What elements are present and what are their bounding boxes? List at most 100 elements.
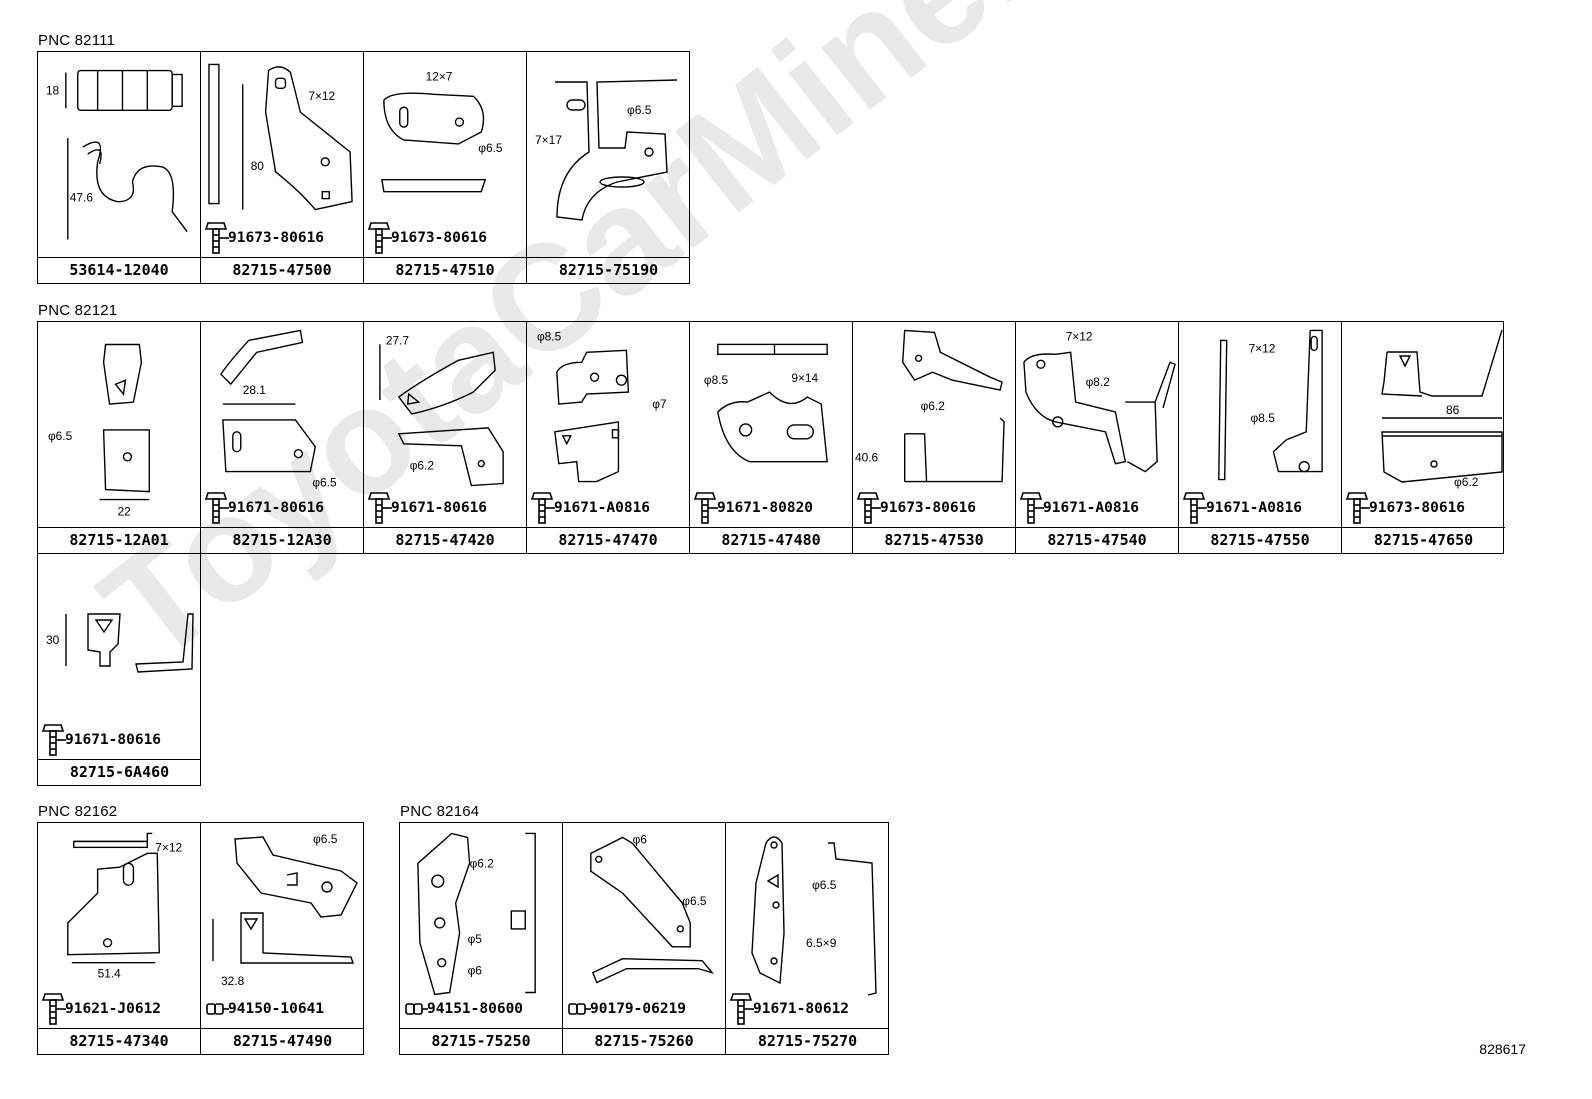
svg-text:φ6.5: φ6.5	[812, 878, 837, 892]
bolt-callout: 91671-80616	[368, 490, 487, 526]
flange-bolt-icon	[368, 222, 392, 254]
bolt-part-number[interactable]: 91671-A0816	[554, 500, 651, 516]
part-cell[interactable]: φ6.2 φ5 φ6 94151-80600 82715-75250	[400, 823, 563, 1054]
part-number[interactable]: 82715-47470	[527, 527, 689, 553]
part-number[interactable]: 82715-47650	[1342, 527, 1505, 553]
part-cell[interactable]: φ8.5 φ7 91671-A0816 82715-47470	[527, 322, 690, 553]
bolt-part-number[interactable]: 91671-A0816	[1206, 500, 1303, 516]
part-cell[interactable]: 28.1 φ6.5 91671-80616 82715-12A30	[201, 322, 364, 553]
bracket-drawing: φ6.5 22	[48, 343, 151, 518]
svg-text:φ6.5: φ6.5	[682, 894, 707, 908]
bolt-part-number[interactable]: 94150-10641	[228, 1001, 325, 1017]
bolt-part-number[interactable]: 91673-80616	[880, 500, 977, 516]
part-number[interactable]: 82715-75260	[563, 1028, 725, 1054]
flange-bolt-icon	[205, 222, 229, 254]
svg-text:φ6.5: φ6.5	[48, 429, 73, 443]
part-number[interactable]: 82715-47480	[690, 527, 852, 553]
bolt-part-number[interactable]: 91671-80616	[65, 732, 162, 748]
flange-bolt-icon	[1346, 492, 1370, 524]
part-cell[interactable]: φ6 φ6.5 90179-06219 82715-75260	[563, 823, 726, 1054]
svg-text:φ8.5: φ8.5	[704, 373, 729, 387]
bolt-part-number[interactable]: 90179-06219	[590, 1001, 687, 1017]
svg-text:12×7: 12×7	[426, 69, 453, 83]
part-number[interactable]: 82715-47340	[38, 1028, 200, 1054]
bolt-part-number[interactable]: 91673-80616	[1369, 500, 1466, 516]
svg-text:φ8.5: φ8.5	[1251, 411, 1276, 425]
part-cell[interactable]: 27.7 φ6.2 91671-80616 82715-47420	[364, 322, 527, 553]
svg-text:φ6.2: φ6.2	[470, 856, 495, 870]
part-number[interactable]: 82715-47490	[201, 1028, 364, 1054]
part-cell[interactable]: 7×12 80 91673-80616 82715-47500	[201, 52, 364, 283]
bolt-part-number[interactable]: 91673-80616	[391, 230, 488, 246]
part-number[interactable]: 82715-6A460	[38, 759, 201, 785]
part-number[interactable]: 82715-47540	[1016, 527, 1178, 553]
bolt-callout: 94151-80600	[404, 991, 523, 1027]
flange-bolt-icon	[1020, 492, 1044, 524]
svg-text:φ6: φ6	[633, 832, 648, 846]
bracket-drawing: φ6.5 6.5×9	[751, 836, 877, 996]
part-cell[interactable]: 7×12 φ8.2 91671-A0816 82715-47540	[1016, 322, 1179, 553]
part-cell[interactable]: 18 47.6 53614-12040	[38, 52, 201, 283]
part-cell[interactable]: φ6.2 40.6 91673-80616 82715-47530	[853, 322, 1016, 553]
svg-text:47.6: 47.6	[70, 191, 94, 205]
bolt-part-number[interactable]: 91671-80616	[391, 500, 488, 516]
flange-bolt-icon	[42, 724, 66, 756]
part-cell[interactable]: 86 φ6.2 91673-80616 82715-47650	[1342, 322, 1505, 553]
part-cell[interactable]: φ6.5 6.5×9 91671-80612 82715-75270	[726, 823, 889, 1054]
svg-text:φ6.5: φ6.5	[478, 141, 503, 155]
part-cell[interactable]: φ6.5 7×17 82715-75190	[527, 52, 690, 283]
svg-text:22: 22	[118, 504, 132, 518]
svg-text:80: 80	[251, 159, 265, 173]
part-cell[interactable]: φ8.5 9×14 91671-80820 82715-47480	[690, 322, 853, 553]
bracket-drawing: 28.1 φ6.5	[219, 329, 337, 490]
parts-table-82121: φ6.5 22 82715-12A01 28.1 φ6.5 91671-8061…	[37, 321, 1505, 554]
part-number[interactable]: 82715-75190	[527, 257, 690, 283]
bolt-callout: 91673-80616	[368, 220, 487, 256]
bolt-callout: 91671-A0816	[1183, 490, 1302, 526]
part-number[interactable]: 53614-12040	[38, 257, 200, 283]
flange-bolt-icon	[1183, 492, 1207, 524]
bolt-part-number[interactable]: 91673-80616	[228, 230, 325, 246]
bolt-callout: 91673-80616	[205, 220, 324, 256]
bracket-drawing: φ8.5 9×14	[704, 343, 828, 463]
svg-text:φ6: φ6	[468, 964, 483, 978]
bolt-callout: 91671-A0816	[1020, 490, 1139, 526]
bolt-callout: 91671-80612	[730, 991, 849, 1027]
part-number[interactable]: 82715-47500	[201, 257, 363, 283]
svg-text:9×14: 9×14	[791, 371, 818, 385]
bracket-drawing: 86 φ6.2	[1381, 329, 1503, 489]
svg-text:φ5: φ5	[468, 932, 483, 946]
bracket-drawing: φ6 φ6.5	[590, 832, 715, 984]
svg-text:φ6.5: φ6.5	[313, 832, 338, 846]
part-cell[interactable]: 7×12 51.4 91621-J0612 82715-47340	[38, 823, 201, 1054]
part-number[interactable]: 82715-75250	[400, 1028, 562, 1054]
bolt-part-number[interactable]: 94151-80600	[427, 1001, 524, 1017]
bolt-callout: 91671-A0816	[531, 490, 650, 526]
part-cell[interactable]: 7×12 φ8.5 91671-A0816 82715-47550	[1179, 322, 1342, 553]
svg-text:7×12: 7×12	[1249, 341, 1276, 355]
part-number[interactable]: 82715-12A30	[201, 527, 363, 553]
part-cell[interactable]: 30 91671-80616 82715-6A460	[38, 554, 201, 785]
flange-bolt-icon	[694, 492, 718, 524]
bolt-part-number[interactable]: 91671-80820	[717, 500, 814, 516]
bolt-part-number[interactable]: 91671-80612	[753, 1001, 850, 1017]
part-cell[interactable]: φ6.5 22 82715-12A01	[38, 322, 201, 553]
part-number[interactable]: 82715-75270	[726, 1028, 889, 1054]
part-number[interactable]: 82715-12A01	[38, 527, 200, 553]
bracket-drawing: 30	[46, 613, 194, 673]
part-number[interactable]: 82715-47420	[364, 527, 526, 553]
part-number[interactable]: 82715-47530	[853, 527, 1015, 553]
part-cell[interactable]: 12×7 φ6.5 91673-80616 82715-47510	[364, 52, 527, 283]
bolt-callout: 91671-80820	[694, 490, 813, 526]
bolt-part-number[interactable]: 91671-A0816	[1043, 500, 1140, 516]
stud-nut-icon	[568, 1003, 591, 1015]
bolt-part-number[interactable]: 91671-80616	[228, 500, 325, 516]
bolt-callout: 91621-J0612	[42, 991, 161, 1027]
part-number[interactable]: 82715-47510	[364, 257, 526, 283]
part-cell[interactable]: φ6.5 32.8 94150-10641 82715-47490	[201, 823, 364, 1054]
bolt-part-number[interactable]: 91621-J0612	[65, 1001, 162, 1017]
bolt-callout: 91671-80616	[205, 490, 324, 526]
part-number[interactable]: 82715-47550	[1179, 527, 1341, 553]
parts-table-82162: 7×12 51.4 91621-J0612 82715-47340 φ6.5 3…	[37, 822, 364, 1055]
svg-text:51.4: 51.4	[98, 967, 122, 981]
